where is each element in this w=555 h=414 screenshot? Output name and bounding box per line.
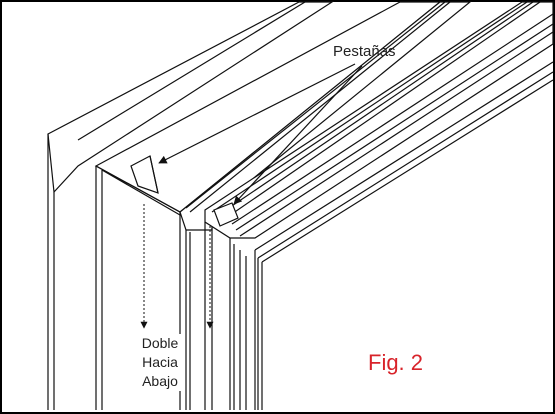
fold-instruction: Doble Hacia Abajo	[136, 334, 184, 391]
instruction-line: Abajo	[142, 373, 178, 389]
tab-rear	[130, 155, 159, 194]
figure-label: Fig. 2	[368, 350, 424, 375]
instruction-line: Doble	[141, 335, 179, 351]
callout-arrows	[158, 63, 363, 205]
tabs-callout-label: Pestañas	[333, 43, 396, 60]
front-frame-beam	[204, 1, 554, 263]
instruction-line: Hacia	[142, 354, 178, 370]
rear-header-board	[47, 1, 335, 410]
tab-front	[213, 202, 239, 227]
front-post	[185, 222, 263, 410]
fold-down-arrows	[140, 204, 214, 329]
top-channel	[94, 1, 472, 231]
